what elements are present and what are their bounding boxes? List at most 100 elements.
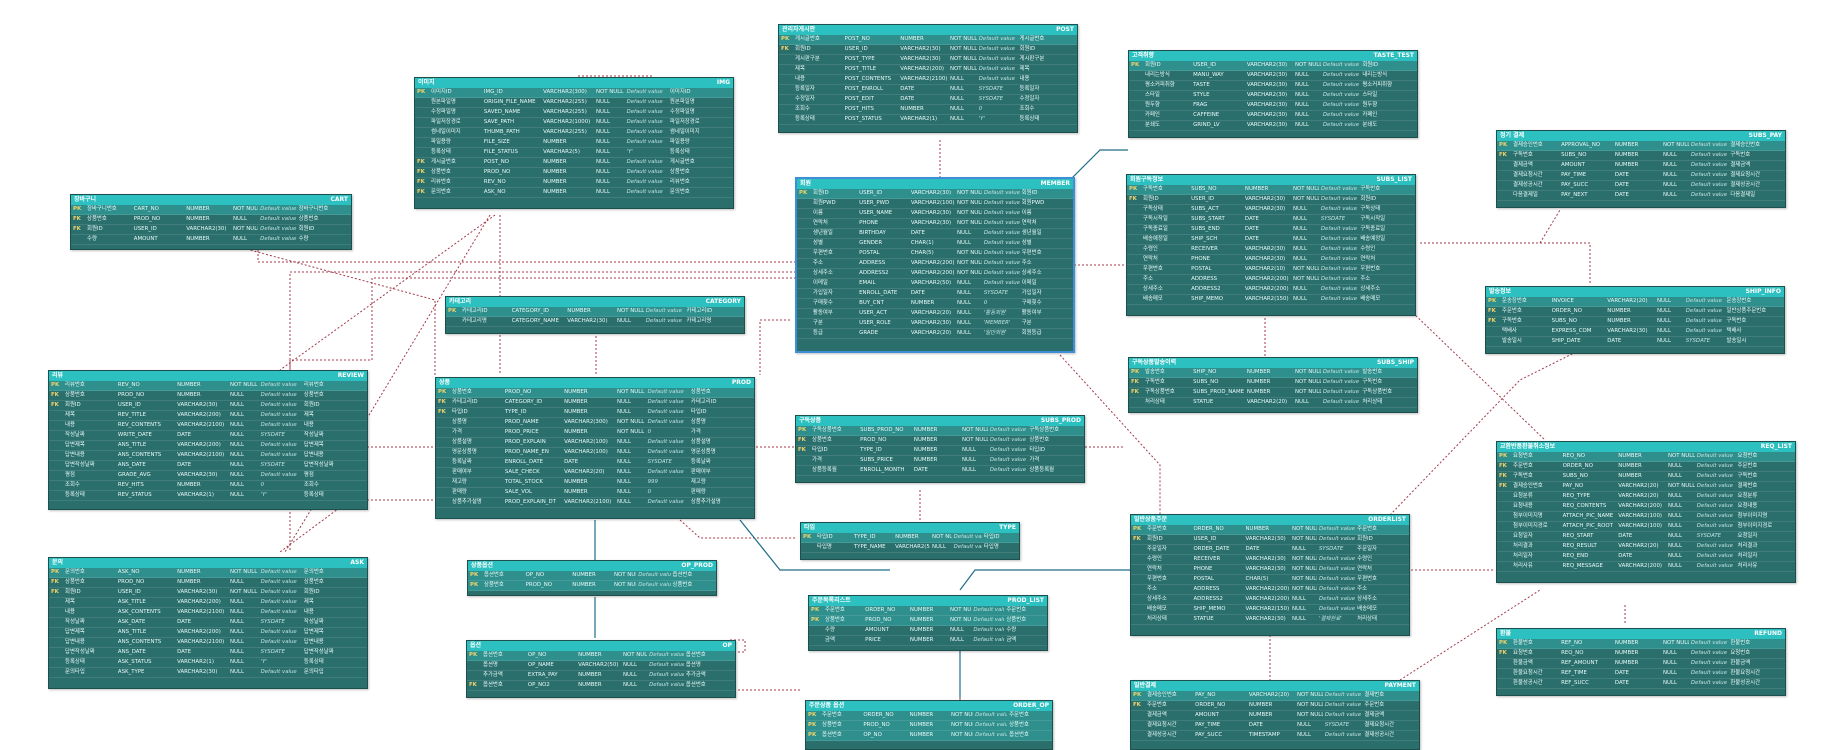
entity-column-row[interactable]: 등록상태FILE_STATUSVARCHAR2(5)NULL'Y'등록상태 xyxy=(415,148,733,158)
entity-column-row[interactable]: 연락처PHONEVARCHAR2(30)NOT NULLDefault valu… xyxy=(797,219,1073,229)
entity-column-row[interactable]: PK게시글번호POST_NONUMBERNOT NULLDefault valu… xyxy=(779,35,1077,45)
entity-column-row[interactable]: FK리뷰번호REV_NONUMBERNULLDefault value리뷰번호 xyxy=(415,178,733,188)
entity-column-row[interactable]: 배송예정일SHIP_SCHDATENULLDefault value배송예정일 xyxy=(1127,235,1415,245)
entity-column-row[interactable]: 수령인RECEIVERVARCHAR2(30)NULLDefault value… xyxy=(1127,245,1415,255)
entity-shipinfo[interactable]: 발송정보SHIP_INFOPK운송장번호INVOICEVARCHAR2(20)N… xyxy=(1485,286,1785,354)
entity-column-row[interactable]: PK카테고리IDCATEGORY_IDNUMBERNOT NULLDefault… xyxy=(446,307,744,317)
entity-column-row[interactable]: 스타일STYLEVARCHAR2(30)NULLDefault value스타일 xyxy=(1129,91,1417,101)
entity-column-row[interactable]: 수량AMOUNTNUMBERNULLDefault value수량 xyxy=(809,626,1047,636)
entity-column-row[interactable]: FK상품번호PROD_NONUMBERNULLDefault value상품번호 xyxy=(71,215,351,225)
entity-column-row[interactable]: 판매여부SALE_CHECKVARCHAR2(20)NULLDefault va… xyxy=(436,468,754,478)
entity-orderop[interactable]: 주문상품 옵션ORDER_OPPK주문번호ORDER_NONUMBERNOT N… xyxy=(805,700,1053,750)
entity-subspay[interactable]: 정기 결제SUBS_PAYPK결제승인번호APPROVAL_NONUMBERNO… xyxy=(1496,130,1786,208)
entity-review[interactable]: 리뷰REVIEWPK리뷰번호REV_NONUMBERNOT NULLDefaul… xyxy=(48,370,368,510)
entity-column-row[interactable]: FK결제승인번호PAY_NOVARCHAR2(20)NOT NULLDefaul… xyxy=(1497,482,1795,492)
entity-column-row[interactable]: FK옵션번호OP_NO2NUMBERNULLDefault value옵션번호 xyxy=(467,681,735,691)
entity-reqlist[interactable]: 교환반품환불취소정보REQ_LISTPK요청번호REQ_NONUMBERNOT … xyxy=(1496,441,1796,583)
entity-column-row[interactable]: 결제성공시간PAY_SUCCTIMESTAMPNULLDefault value… xyxy=(1131,731,1419,741)
entity-column-row[interactable]: PK장바구니번호CART_NONUMBERNOT NULLDefault val… xyxy=(71,205,351,215)
entity-column-row[interactable]: 옵션명OP_NAMEVARCHAR2(50)NULLDefault value옵… xyxy=(467,661,735,671)
entity-column-row[interactable]: 재고량TOTAL_STOCKNUMBERNULL999재고량 xyxy=(436,478,754,488)
entity-column-row[interactable]: 요청일자REQ_STARTDATENULLSYSDATE요청일자 xyxy=(1497,532,1795,542)
entity-column-row[interactable]: 상품추가설명PROD_EXPLAIN_DTVARCHAR2(2100)NULLD… xyxy=(436,498,754,508)
entity-column-row[interactable]: FK카테고리IDCATEGORY_IDNUMBERNULLDefault val… xyxy=(436,398,754,408)
entity-column-row[interactable]: 구분USER_ROLEVARCHAR2(30)NULL'MEMBER'구분 xyxy=(797,319,1073,329)
entity-column-row[interactable]: PK리뷰번호REV_NONUMBERNOT NULLDefault value리… xyxy=(49,381,367,391)
entity-column-row[interactable]: 다음결제일PAY_NEXTDATENULLDefault value다음결제일 xyxy=(1497,191,1785,201)
entity-column-row[interactable]: 환불요청시간REF_TIMEDATENULLDefault value환불요청시… xyxy=(1497,669,1785,679)
entity-column-row[interactable]: PK상품번호PROD_NONUMBERNOT NULLDefault value… xyxy=(468,581,716,591)
entity-column-row[interactable]: PK운송장번호INVOICEVARCHAR2(20)NULLDefault va… xyxy=(1486,297,1784,307)
entity-column-row[interactable]: 구독상태SUBS_ACTVARCHAR2(30)NULLDefault valu… xyxy=(1127,205,1415,215)
entity-column-row[interactable]: PK구독번호SUBS_NONUMBERNOT NULLDefault value… xyxy=(1127,185,1415,195)
entity-column-row[interactable]: 결제금액AMOUNTNUMBERNULLDefault value결제금액 xyxy=(1497,161,1785,171)
entity-column-row[interactable]: PK옵션번호OP_NONUMBERNOT NULLDefault value옵션… xyxy=(468,571,716,581)
entity-column-row[interactable]: 요청내용REQ_CONTENTSVARCHAR2(200)NULLDefault… xyxy=(1497,502,1795,512)
entity-ask[interactable]: 문의ASKPK문의번호ASK_NONUMBERNOT NULLDefault v… xyxy=(48,557,368,689)
entity-column-row[interactable]: FK회원IDUSER_IDVARCHAR2(30)NOT NULLDefault… xyxy=(49,588,367,598)
entity-column-row[interactable]: FK회원IDUSER_IDVARCHAR2(30)NOT NULLDefault… xyxy=(1131,535,1409,545)
entity-column-row[interactable]: 배송메모SHIP_MEMOVARCHAR2(150)NULLDefault va… xyxy=(1131,605,1409,615)
entity-column-row[interactable]: 수정일자POST_EDITDATENULLSYSDATE수정일자 xyxy=(779,95,1077,105)
entity-prodlist[interactable]: 주문목록리스트PROD_LISTPK주문번호ORDER_NONUMBERNOT … xyxy=(808,595,1048,651)
entity-column-row[interactable]: 환불성공시간REF_SUCCDATENULLDefault value환불성공시… xyxy=(1497,679,1785,689)
entity-column-row[interactable]: 처리일자REQ_ENDDATENULLDefault value처리일자 xyxy=(1497,552,1795,562)
entity-column-row[interactable]: 작성날짜ASK_DATEDATENULLSYSDATE작성날짜 xyxy=(49,618,367,628)
entity-column-row[interactable]: 상품등록월ENROLL_MONTHDATENULLDefault value상품… xyxy=(796,466,1084,476)
entity-column-row[interactable]: 연락처PHONEVARCHAR2(30)NULLDefault value연락처 xyxy=(1127,255,1415,265)
entity-column-row[interactable]: 작성날짜WRITE_DATEDATENULLSYSDATE작성날짜 xyxy=(49,431,367,441)
entity-column-row[interactable]: 카페인CAFFEINEVARCHAR2(30)NULLDefault value… xyxy=(1129,111,1417,121)
entity-column-row[interactable]: 타입명TYPE_NAMEVARCHAR2(50)NULLDefault valu… xyxy=(801,543,1019,553)
entity-column-row[interactable]: PK주문번호ORDER_NONUMBERNOT NULLDefault valu… xyxy=(806,711,1052,721)
entity-column-row[interactable]: 조회수REV_HITSNUMBERNULL0조회수 xyxy=(49,481,367,491)
entity-column-row[interactable]: 등록날짜ENROLL_DATEDATENULLSYSDATE등록날짜 xyxy=(436,458,754,468)
entity-column-row[interactable]: 결제요청시간PAY_TIMEDATENULLSYSDATE결제요청시간 xyxy=(1131,721,1419,731)
entity-type[interactable]: 타입TYPEPK타입IDTYPE_IDNUMBERNOT NULLDefault… xyxy=(800,522,1020,560)
entity-column-row[interactable]: 상품설명PROD_EXPLAINVARCHAR2(100)NULLDefault… xyxy=(436,438,754,448)
entity-column-row[interactable]: FK구독상품번호SUBS_PROD_NAMENUMBERNOT NULLDefa… xyxy=(1129,388,1417,398)
entity-column-row[interactable]: 썸네일이미지THUMB_PATHVARCHAR2(255)NULLDefault… xyxy=(415,128,733,138)
entity-refund[interactable]: 환불REFUNDPK환불번호REF_NONUMBERNOT NULLDefaul… xyxy=(1496,628,1786,696)
entity-column-row[interactable]: 상세주소ADDRESS2VARCHAR2(200)NOT NULLDefault… xyxy=(797,269,1073,279)
entity-column-row[interactable]: 답변작성날짜ANS_DATEDATENULLSYSDATE답변작성날짜 xyxy=(49,648,367,658)
entity-column-row[interactable]: FK구독번호SUBS_NONUMBERNULLDefault value구독번호 xyxy=(1497,472,1795,482)
entity-column-row[interactable]: 첨부이미지명ATTACH_PIC_NAMEVARCHAR2(100)NULLDe… xyxy=(1497,512,1795,522)
entity-column-row[interactable]: PK이미지IDIMG_IDVARCHAR2(300)NOT NULLDefaul… xyxy=(415,88,733,98)
entity-orderlist[interactable]: 일반상품주문ORDERLISTPK주문번호ORDER_NONUMBERNOT N… xyxy=(1130,514,1410,636)
entity-column-row[interactable]: FK주문번호ORDER_NONUMBERNOT NULLDefault valu… xyxy=(1131,701,1419,711)
entity-column-row[interactable]: 제목REV_TITLEVARCHAR2(200)NULLDefault valu… xyxy=(49,411,367,421)
entity-payment[interactable]: 일반결제PAYMENTPK결제승인번호PAY_NOVARCHAR2(20)NOT… xyxy=(1130,680,1420,750)
entity-column-row[interactable]: 파일용량FILE_SIZENUMBERNULLDefault value파일용량 xyxy=(415,138,733,148)
entity-column-row[interactable]: FK회원IDUSER_IDVARCHAR2(30)NOT NULLDefault… xyxy=(779,45,1077,55)
entity-column-row[interactable]: PK회원IDUSER_IDVARCHAR2(30)NOT NULLDefault… xyxy=(797,189,1073,199)
entity-column-row[interactable]: 상품명PROD_NAMEVARCHAR2(300)NOT NULLDefault… xyxy=(436,418,754,428)
entity-column-row[interactable]: 내용ASK_CONTENTSVARCHAR2(2100)NULLDefault … xyxy=(49,608,367,618)
entity-column-row[interactable]: 제목POST_TITLEVARCHAR2(200)NOT NULLDefault… xyxy=(779,65,1077,75)
entity-column-row[interactable]: 구독시작일SUBS_STARTDATENULLSYSDATE구독시작일 xyxy=(1127,215,1415,225)
entity-column-row[interactable]: PK옵션번호OP_NONUMBERNOT NULLDefault value옵션… xyxy=(467,651,735,661)
entity-column-row[interactable]: 처리결과REQ_RESULTVARCHAR2(20)NULLDefault va… xyxy=(1497,542,1795,552)
entity-column-row[interactable]: 추가금액EXTRA_PAYNUMBERNULLDefault value추가금액 xyxy=(467,671,735,681)
entity-column-row[interactable]: PK결제승인번호APPROVAL_NONUMBERNOT NULLDefault… xyxy=(1497,141,1785,151)
entity-column-row[interactable]: FK구독번호SUBS_NONUMBERNOT NULLDefault value… xyxy=(1129,378,1417,388)
entity-column-row[interactable]: 평소커피취향TASTEVARCHAR2(30)NULLDefault value… xyxy=(1129,81,1417,91)
entity-column-row[interactable]: 가격SUBS_PRICENUMBERNULLDefault value가격 xyxy=(796,456,1084,466)
entity-column-row[interactable]: 답변제목ANS_TITLEVARCHAR2(200)NULLDefault va… xyxy=(49,628,367,638)
entity-column-row[interactable]: 택배사EXPRESS_COMVARCHAR2(30)NULLDefault va… xyxy=(1486,327,1784,337)
entity-column-row[interactable]: FK회원IDUSER_IDVARCHAR2(30)NOT NULLDefault… xyxy=(71,225,351,235)
entity-column-row[interactable]: 등록상태ASK_STATUSVARCHAR2(1)NULL'Y'등록상태 xyxy=(49,658,367,668)
entity-column-row[interactable]: 구독종료일SUBS_ENDDATENULLDefault value구독종료일 xyxy=(1127,225,1415,235)
entity-column-row[interactable]: 문의타입ASK_TYPEVARCHAR2(30)NULLDefault valu… xyxy=(49,668,367,678)
entity-column-row[interactable]: 원두향FRAGVARCHAR2(30)NULLDefault value원두향 xyxy=(1129,101,1417,111)
entity-column-row[interactable]: PK구독상품번호SUBS_PROD_NONUMBERNOT NULLDefaul… xyxy=(796,426,1084,436)
entity-column-row[interactable]: 원본파일명ORIGIN_FILE_NAMEVARCHAR2(255)NULLDe… xyxy=(415,98,733,108)
entity-column-row[interactable]: 조회수POST_HITSNUMBERNULL0조회수 xyxy=(779,105,1077,115)
entity-column-row[interactable]: 카테고리명CATEGORY_NAMEVARCHAR2(30)NULLDefaul… xyxy=(446,317,744,327)
entity-column-row[interactable]: 등록상태REV_STATUSVARCHAR2(1)NULL'Y'등록상태 xyxy=(49,491,367,501)
entity-column-row[interactable]: 등록일자POST_ENROLLDATENULLSYSDATE등록일자 xyxy=(779,85,1077,95)
entity-column-row[interactable]: PK주문번호ORDER_NONUMBERNOT NULLDefault valu… xyxy=(809,606,1047,616)
entity-column-row[interactable]: 요청분류REQ_TYPEVARCHAR2(20)NULLDefault valu… xyxy=(1497,492,1795,502)
entity-column-row[interactable]: 영문상품명PROD_NAME_ENVARCHAR2(100)NULLDefaul… xyxy=(436,448,754,458)
entity-column-row[interactable]: FK상품번호PROD_NONUMBERNULLDefault value상품번호 xyxy=(49,578,367,588)
entity-column-row[interactable]: PK옵션번호OP_NONUMBERNOT NULLDefault value옵션… xyxy=(806,731,1052,741)
